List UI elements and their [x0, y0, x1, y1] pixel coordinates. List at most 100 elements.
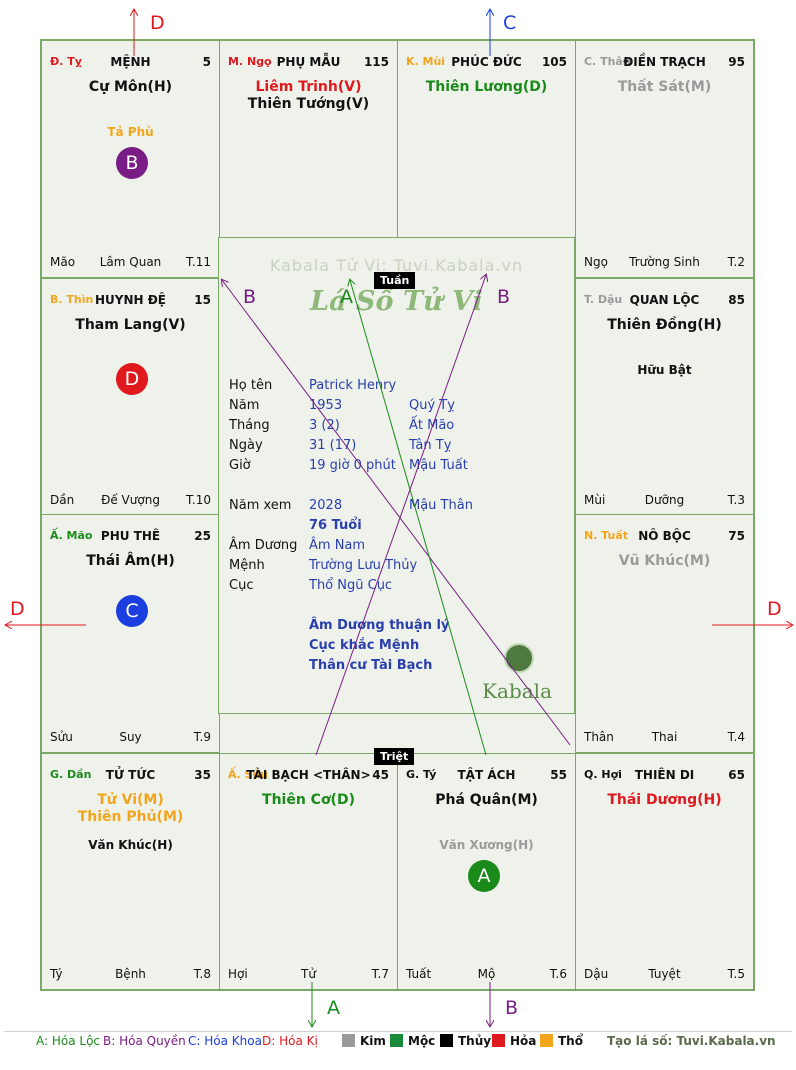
info-value: Âm Nam [309, 538, 366, 553]
main-star: Tử Vi(M) [97, 792, 164, 808]
info-value: 76 Tuổi [309, 518, 362, 533]
heavenly-stem-label: G. Tý [406, 768, 437, 781]
tho-swatch-icon [540, 1034, 553, 1047]
main-star: Thiên Tướng(V) [247, 96, 370, 112]
info-value-secondary: Mậu Thân [409, 498, 473, 513]
legend-thuy: Thủy [440, 1034, 491, 1048]
palace-number: 115 [363, 55, 389, 69]
decade-label: T.3 [727, 493, 745, 507]
heavenly-stem-label: M. Ngọ [228, 55, 272, 68]
tuan-band: Tuần [374, 272, 416, 289]
minor-star: Hữu Bật [637, 363, 692, 377]
arrow-label-bottom-left: A [327, 997, 340, 1019]
decade-label: T.9 [193, 730, 211, 744]
palace-name: TẬT ÁCH [457, 768, 516, 782]
kabala-brand: Kabala [482, 679, 552, 703]
palace-name: PHU THÊ [100, 529, 161, 543]
arrow-label-left: D [10, 598, 25, 620]
info-value: 3 (2) [309, 418, 340, 433]
transformation-badge: D [116, 363, 148, 395]
info-value-secondary: Quý Tỵ [409, 398, 455, 413]
life-stage-label: Mộ [477, 967, 496, 981]
legend-hoa-loc: A: Hóa Lộc [36, 1034, 101, 1048]
info-value: 2028 [309, 498, 343, 513]
branch-label: Ngọ [584, 255, 608, 269]
branch-label: Sửu [50, 730, 73, 744]
info-label: Cục [229, 578, 254, 593]
palace-number: 105 [541, 55, 567, 69]
life-stage-label: Đế Vượng [101, 493, 160, 507]
transformation-badge: A [468, 860, 500, 892]
life-stage-label: Lâm Quan [99, 255, 162, 269]
legend-bar: A: Hóa Lộc B: Hóa Quyền C: Hóa Khoa D: H… [0, 1034, 796, 1054]
legend-credit-link[interactable]: Tạo lá số: Tuvi.Kabala.vn [607, 1034, 776, 1048]
heavenly-stem-label: Ấ. Mão [50, 529, 93, 542]
palace-header: N. Tuất NÔ BỘC 75 [584, 529, 745, 545]
heavenly-stem-label: C. Thân [584, 55, 631, 68]
heavenly-stem-label: G. Dần [50, 768, 92, 781]
palace-footer: Sửu Suy T.9 [50, 730, 211, 744]
info-label: Năm xem [229, 498, 292, 513]
info-value: 19 giờ 0 phút [309, 458, 396, 473]
info-value-secondary: Mậu Tuất [409, 458, 468, 473]
decade-label: T.6 [549, 967, 567, 981]
heavenly-stem-label: Đ. Tỵ [50, 55, 82, 68]
diag-label-a: A [340, 286, 353, 308]
main-star: Vũ Khúc(M) [618, 553, 711, 569]
chart-title: Lá Số Tử Vi [310, 286, 483, 317]
palace-name: HUYNH ĐỆ [95, 293, 166, 307]
note-text: Thân cư Tài Bạch [309, 658, 433, 673]
branch-label: Mùi [584, 493, 606, 507]
main-star: Thiên Phủ(M) [77, 809, 184, 825]
palace-name: PHỤ MẪU [276, 55, 341, 69]
diag-label-b2: B [497, 286, 511, 308]
palace-name: MỆNH [110, 55, 151, 69]
decade-label: T.10 [186, 493, 211, 507]
center-info-panel: Kabala Tử Vi: Tuvi.Kabala.vn Lá Số Tử Vi… [218, 237, 575, 714]
diag-label-b1: B [243, 286, 257, 308]
main-star: Thái Âm(H) [86, 553, 175, 569]
heavenly-stem-label: N. Tuất [584, 529, 629, 542]
life-stage-label: Suy [119, 730, 142, 744]
palace-header: G. Dần TỬ TỨC 35 [50, 768, 211, 784]
decade-label: T.5 [727, 967, 745, 981]
palace-name: TỬ TỨC [105, 768, 156, 782]
transformation-badge: B [116, 147, 148, 179]
palace-number: 75 [728, 529, 745, 543]
palace-name: ĐIỀN TRẠCH [623, 55, 706, 69]
info-label: Giờ [229, 458, 251, 473]
palace-name: NÔ BỘC [638, 529, 691, 543]
info-label: Âm Dương [229, 538, 298, 553]
kabala-tree-icon [504, 643, 534, 673]
branch-label: Tý [50, 967, 63, 981]
palace-name: QUAN LỘC [629, 293, 700, 307]
transformation-badge: C [116, 595, 148, 627]
hoa-swatch-icon [492, 1034, 505, 1047]
note-text: Âm Dương thuận lý [309, 618, 450, 633]
palace-name: PHÚC ĐỨC [451, 55, 522, 69]
decade-label: T.4 [727, 730, 745, 744]
info-value: Trường Lưu Thủy [309, 558, 418, 573]
legend-tho: Thổ [540, 1034, 583, 1048]
main-star: Thiên Lương(D) [425, 79, 548, 95]
palace-number: 35 [194, 768, 211, 782]
